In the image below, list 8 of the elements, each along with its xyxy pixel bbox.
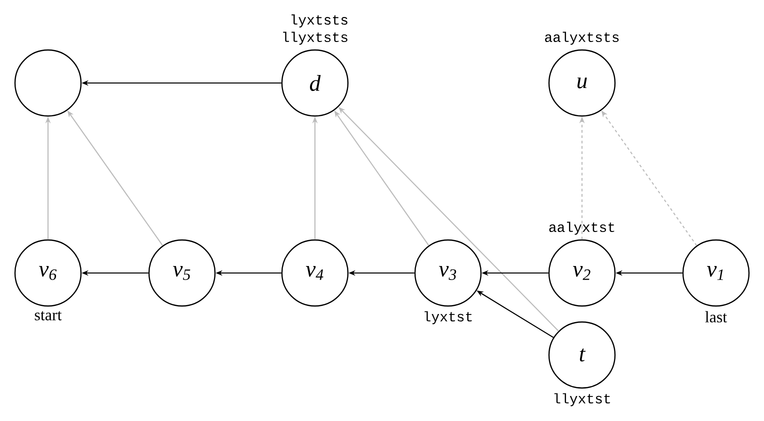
- node-caption: aalyxtst: [549, 222, 614, 235]
- node-caption: start: [34, 311, 62, 320]
- node-caption: llyxtst: [554, 393, 610, 406]
- node-caption: aalyxtsts: [545, 32, 619, 45]
- node-caption: last: [705, 311, 728, 322]
- node-caption: lyxtst: [424, 311, 472, 324]
- node-caption: lyxtsts llyxtsts: [283, 14, 348, 45]
- empty-circle: [14, 49, 82, 117]
